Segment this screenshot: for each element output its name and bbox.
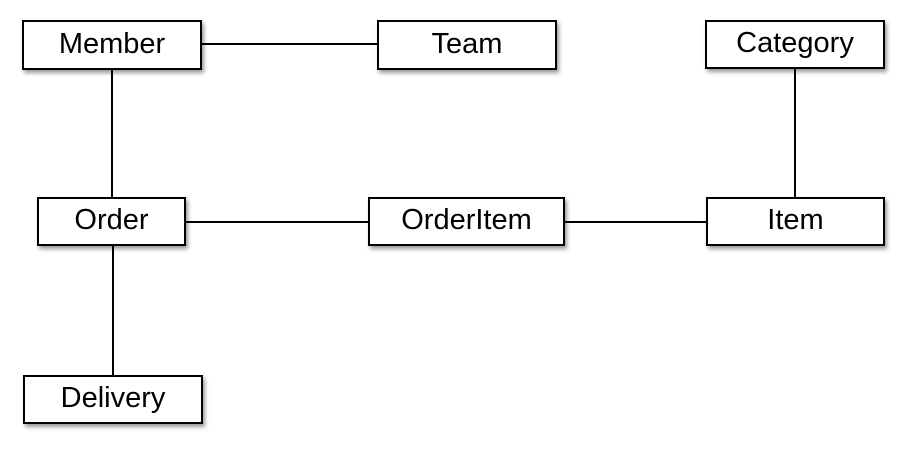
entity-box-delivery[interactable]: Delivery	[23, 375, 203, 424]
entity-label-member: Member	[58, 27, 166, 60]
entity-box-orderitem[interactable]: OrderItem	[368, 197, 565, 246]
entity-label-team: Team	[431, 27, 503, 60]
entity-box-member[interactable]: Member	[22, 20, 202, 70]
entity-label-orderitem: OrderItem	[401, 204, 532, 236]
entity-label-delivery: Delivery	[60, 382, 166, 414]
entity-label-item: Item	[767, 204, 824, 236]
entity-label-order: Order	[74, 204, 149, 236]
entity-box-category[interactable]: Category	[705, 20, 885, 69]
entity-box-order[interactable]: Order	[37, 197, 186, 246]
entity-box-team[interactable]: Team	[377, 20, 557, 70]
entity-box-item[interactable]: Item	[706, 197, 885, 246]
entity-label-category: Category	[736, 27, 854, 59]
